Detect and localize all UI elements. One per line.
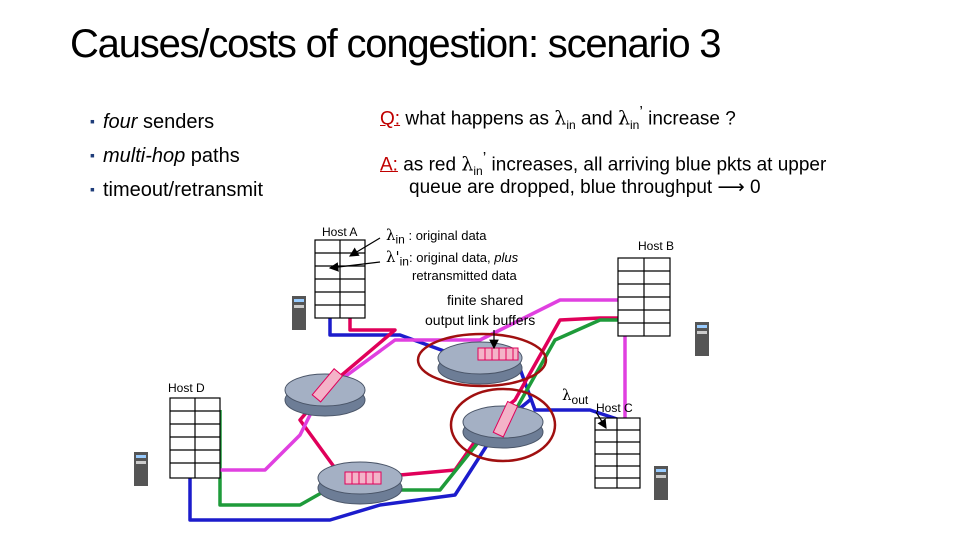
bullet-list: four senders multi-hop paths timeout/ret… (90, 106, 263, 208)
host-d-grid (169, 397, 221, 479)
arrow-icon: ⟶ (717, 177, 745, 198)
buffer-label-line2: output link buffers (425, 312, 536, 328)
server-icon (695, 322, 709, 356)
highlight-right (449, 387, 557, 463)
host-c-grid (594, 417, 641, 489)
buffer-label-line1: finite shared (447, 292, 524, 308)
legend-retransmitted: retransmitted data (412, 268, 517, 283)
bullet-item: four senders (90, 106, 263, 140)
host-d-label: Host D (168, 381, 205, 395)
legend-lambda-prime: λ'in: original data, plus (386, 248, 519, 269)
red-flow (298, 255, 642, 477)
host-a-label: Host A (322, 225, 358, 239)
host-b-grid (617, 257, 671, 337)
answer-line-1: A: as red λin’ increases, all arriving b… (380, 150, 827, 179)
host-b-label: Host B (638, 239, 675, 253)
legend-lambda-in: λin : original data (386, 226, 487, 247)
server-icon (654, 466, 668, 500)
bullet-item: multi-hop paths (90, 140, 263, 174)
buffer-top (477, 347, 519, 361)
buffer-right (492, 400, 519, 438)
highlight-top (416, 332, 548, 388)
magenta-flow (203, 298, 627, 472)
host-c-label: Host C (596, 401, 633, 415)
buffer-left (311, 368, 344, 403)
host-a-grid (314, 239, 366, 319)
server-icon (134, 452, 148, 486)
question-line: Q: what happens as λin and λin’ increase… (380, 104, 736, 133)
green-flow (218, 265, 657, 507)
server-icon (292, 296, 306, 330)
answer-line-2: queue are dropped, blue throughput ⟶ 0 (409, 177, 761, 198)
bullet-item: timeout/retransmit (90, 174, 263, 208)
slide-title: Causes/costs of congestion: scenario 3 (70, 22, 722, 66)
buffer-bottom (344, 471, 382, 485)
lambda-out-label: λout (562, 386, 589, 407)
